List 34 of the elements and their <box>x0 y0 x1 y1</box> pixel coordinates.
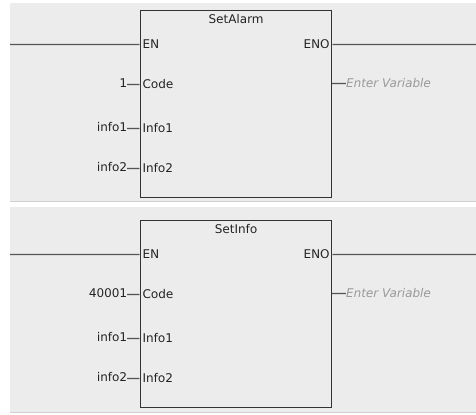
block-title: SetInfo <box>214 222 258 237</box>
rung-line <box>10 44 140 46</box>
pin-label: Info2 <box>140 370 176 386</box>
pin-label: Code <box>140 76 176 92</box>
pin-label: EN <box>140 246 162 262</box>
wire <box>127 128 140 130</box>
wire <box>127 168 140 170</box>
wire <box>127 84 140 86</box>
pin-label: Info1 <box>140 330 176 346</box>
wire <box>332 82 346 84</box>
pin-label: ENO <box>300 246 332 262</box>
variable-input-field: Enter Variable <box>346 75 431 91</box>
rung-line <box>332 254 476 256</box>
wire <box>332 292 346 294</box>
variable-input-field: Enter Variable <box>346 285 431 301</box>
input-value: info1 <box>96 119 127 135</box>
input-value: info2 <box>96 159 127 175</box>
pin-label: Info1 <box>140 120 176 136</box>
pin-label: Code <box>140 286 176 302</box>
rung-line <box>332 44 476 46</box>
input-value: info1 <box>96 329 127 345</box>
input-value: info2 <box>96 369 127 385</box>
pin-label: EN <box>140 36 162 52</box>
pin-label: Info2 <box>140 160 176 176</box>
function-block <box>140 220 332 408</box>
wire <box>127 294 140 296</box>
input-value: 1 <box>119 75 127 91</box>
function-block <box>140 10 332 198</box>
block-title: SetAlarm <box>207 12 264 27</box>
wire <box>127 378 140 380</box>
input-value: 40001 <box>88 285 127 301</box>
rung-line <box>10 254 140 256</box>
pin-label: ENO <box>300 36 332 52</box>
wire <box>127 338 140 340</box>
